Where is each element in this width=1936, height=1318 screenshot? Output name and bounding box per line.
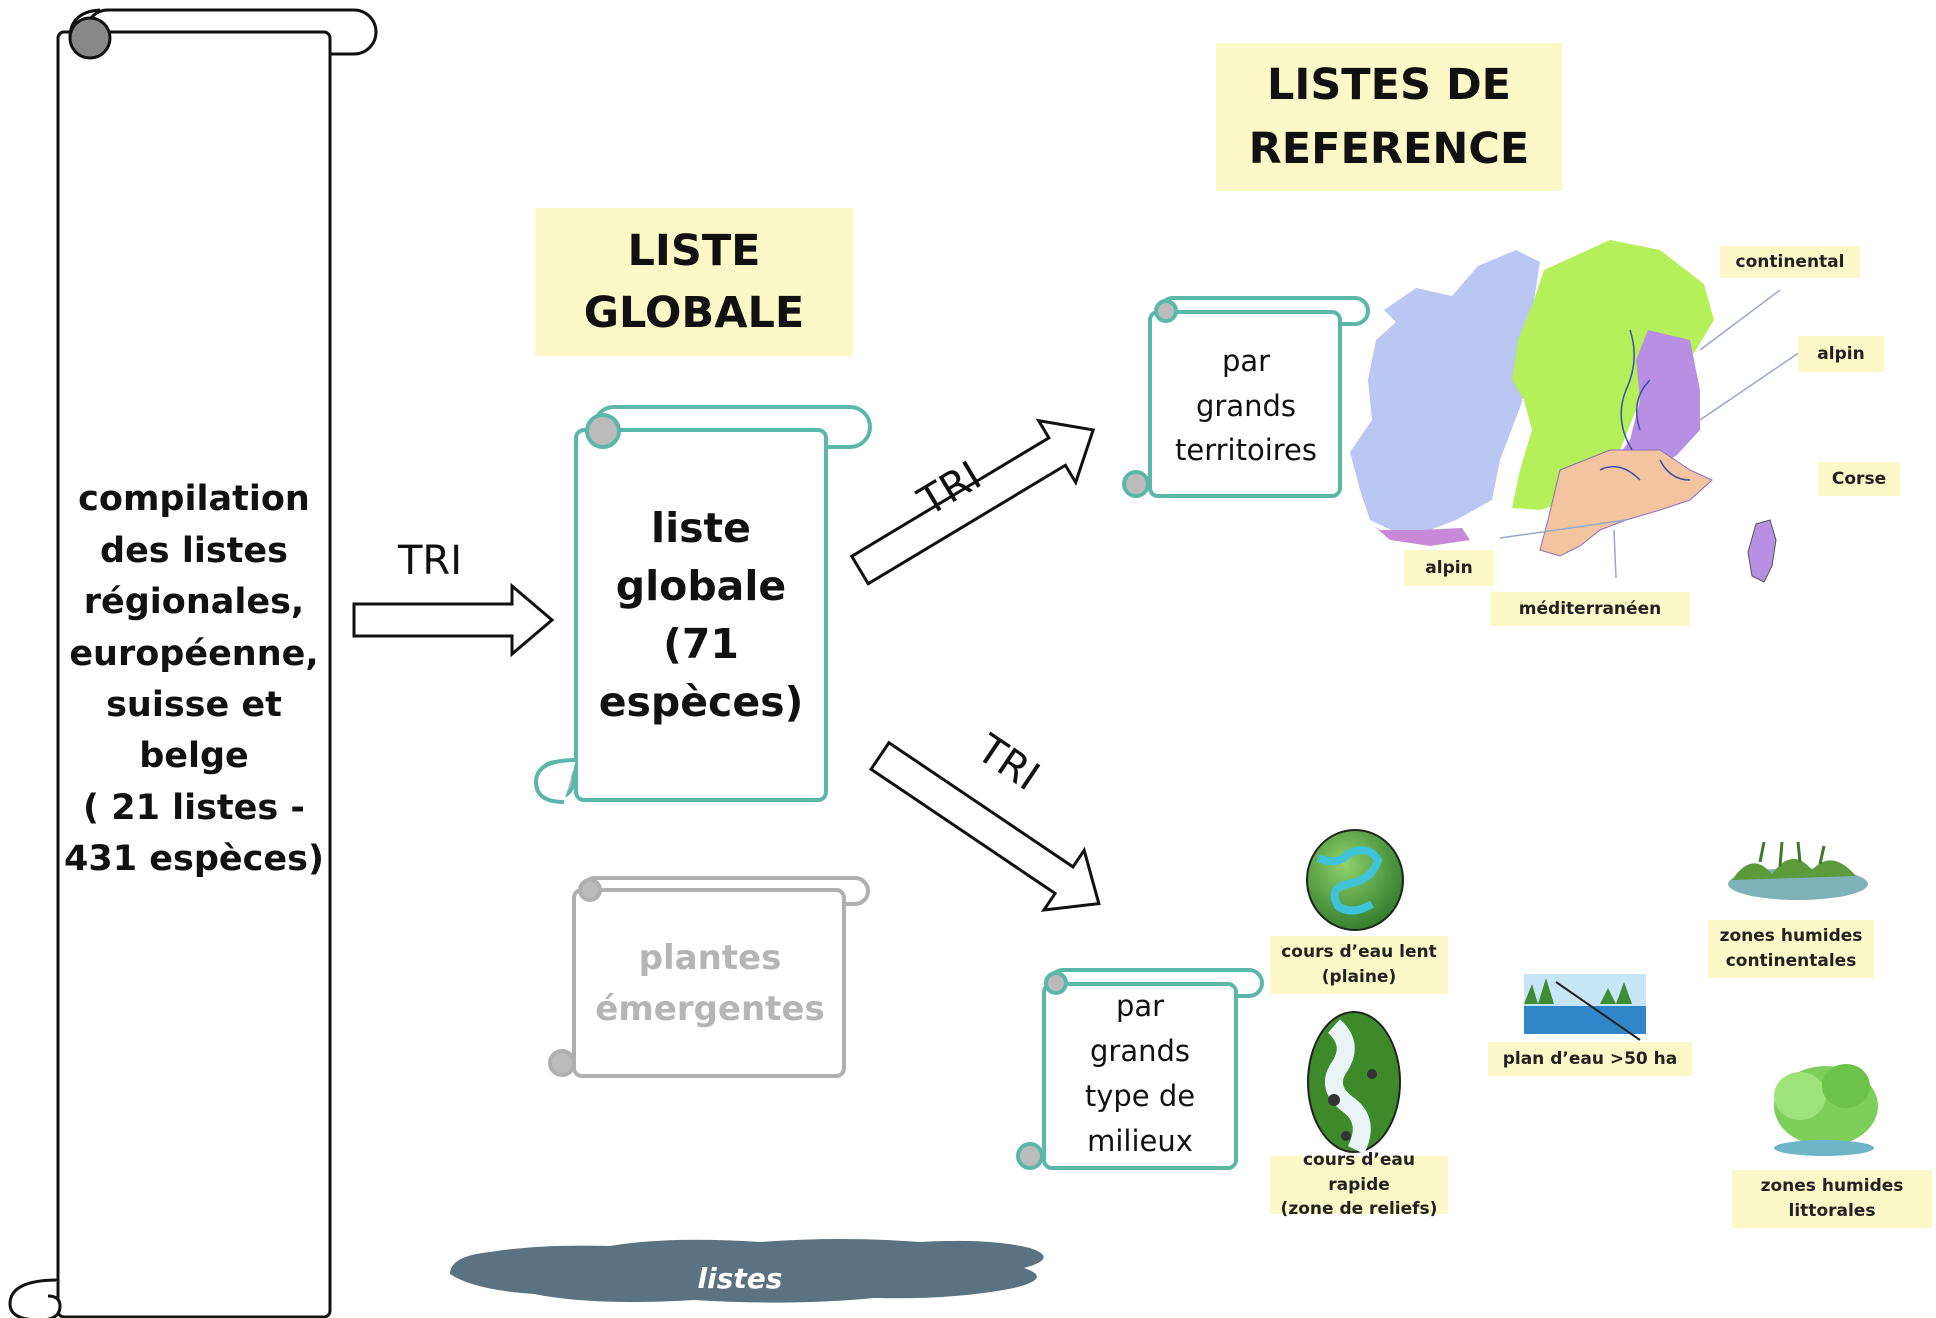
footer-label: listes xyxy=(697,1262,783,1295)
milieux-text: par grands type de milieux xyxy=(1084,989,1196,1158)
compilation-text: compilation des listes régionales, europ… xyxy=(64,479,324,880)
label-alpin-east: alpin xyxy=(1798,336,1884,372)
label-zh-continentales: zones humides continentales xyxy=(1708,920,1874,978)
lake-illustration xyxy=(1524,974,1646,1041)
liste-globale-text: liste globale (71 espèces) xyxy=(598,503,804,727)
slow-river-illustration xyxy=(1306,829,1404,931)
listes-reference-heading: LISTES DE REFERENCE xyxy=(1216,43,1562,191)
tri-arrow-main xyxy=(352,582,555,658)
label-corse: Corse xyxy=(1818,462,1900,496)
label-alpin-south: alpin xyxy=(1404,550,1494,586)
littoral-wetland-illustration xyxy=(1774,1064,1878,1156)
plantes-text: plantes émergentes xyxy=(595,938,825,1029)
compilation-scroll xyxy=(8,8,378,1318)
territoires-scroll xyxy=(1122,296,1370,498)
france-map xyxy=(1350,240,1801,583)
tri-label-main: TRI xyxy=(398,538,463,584)
label-continental: continental xyxy=(1720,246,1860,278)
liste-globale-scroll xyxy=(533,405,872,804)
label-mediterraneen: méditerranéen xyxy=(1490,592,1690,626)
fast-river-illustration xyxy=(1307,1011,1401,1155)
label-cours-lent: cours d’eau lent (plaine) xyxy=(1270,936,1448,994)
tri-arrow-upper xyxy=(849,418,1096,586)
plantes-scroll xyxy=(548,876,870,1078)
label-cours-rapide: cours d’eau rapide (zone de reliefs) xyxy=(1270,1150,1448,1219)
territoires-text: par grands territoires xyxy=(1174,343,1317,468)
label-plan-eau: plan d’eau >50 ha xyxy=(1488,1042,1692,1076)
label-zh-littorales: zones humides littorales xyxy=(1732,1170,1932,1228)
tri-arrow-lower xyxy=(868,740,1101,912)
liste-globale-heading: LISTE GLOBALE xyxy=(535,208,853,356)
footer-cloud xyxy=(450,1239,1044,1303)
continental-wetland-illustration xyxy=(1728,841,1868,900)
milieux-scroll xyxy=(1016,968,1264,1170)
